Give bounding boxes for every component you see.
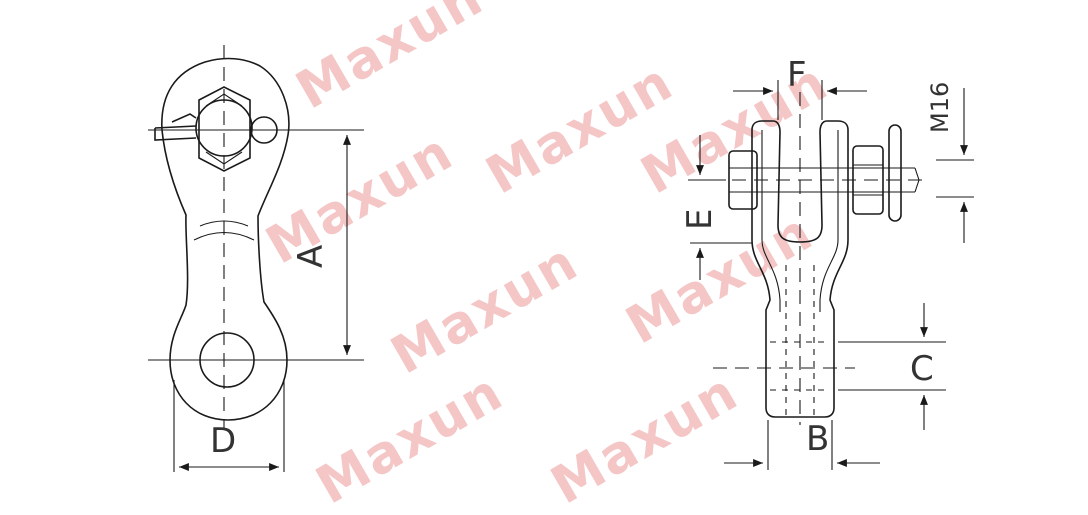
dimension-label-b: B — [806, 419, 829, 459]
bolt-end — [914, 179, 920, 193]
watermark: Maxun — [617, 202, 824, 356]
upper-bore — [195, 99, 253, 157]
dimension-label-a: A — [291, 245, 331, 268]
watermark: Maxun — [382, 232, 589, 386]
watermark: Maxun — [257, 122, 464, 276]
clevis-part-drawing: F E M16 C B — [680, 55, 974, 470]
watermark-layer: Maxun Maxun Maxun Maxun Maxun Maxun Maxu… — [257, 0, 839, 515]
dimension-label-e: E — [680, 209, 720, 230]
fork-inner-line — [819, 130, 839, 312]
dimension-label-f: F — [787, 55, 807, 95]
fork-inner-line — [761, 130, 781, 312]
bolt-end — [914, 167, 920, 181]
clevis-outline — [751, 120, 849, 418]
link-part-drawing: A D — [148, 45, 364, 472]
link-outline — [161, 57, 290, 421]
dimension-label-m16: M16 — [926, 82, 954, 133]
hex-nut-outline — [198, 86, 251, 172]
cotter-pin — [888, 124, 902, 222]
watermark: Maxun — [287, 0, 494, 121]
watermark: Maxun — [542, 362, 749, 515]
dimension-label-d: D — [210, 421, 236, 461]
split-pin — [154, 113, 197, 141]
dimension-label-c: C — [910, 349, 934, 389]
